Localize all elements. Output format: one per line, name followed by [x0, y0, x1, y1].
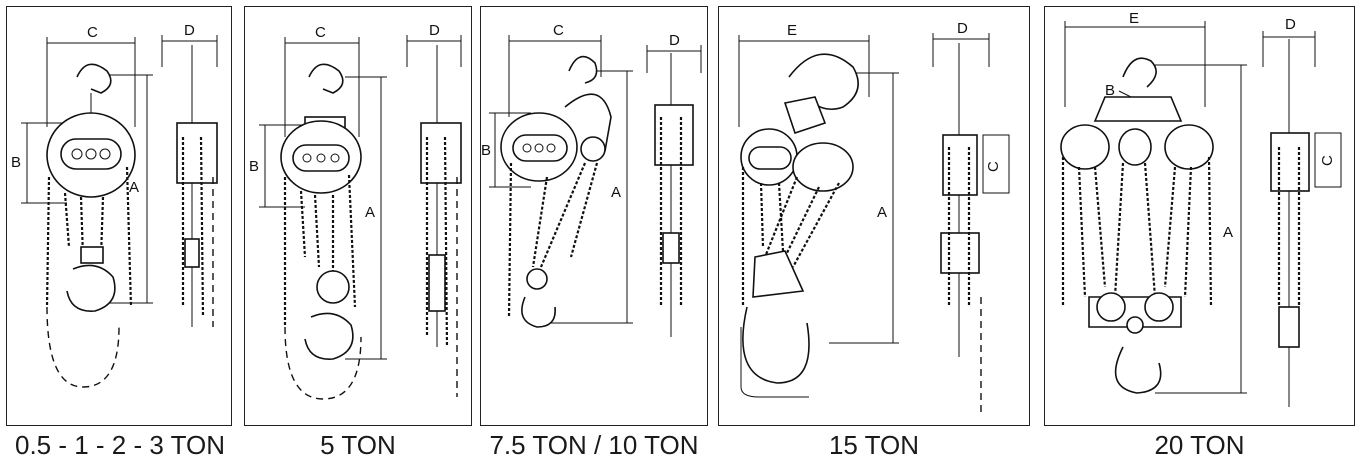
dim-label-a: A — [365, 204, 375, 221]
dim-label-a: A — [1223, 224, 1233, 241]
dim-label-a: A — [129, 179, 139, 196]
hoist-panel-1: C D B A — [6, 6, 232, 426]
caption-panel-5: 20 TON — [1154, 430, 1245, 460]
dim-label-d: D — [1285, 16, 1296, 33]
hoist-drawing-2: C D B A — [249, 22, 462, 400]
caption-panel-2: 5 TON — [320, 430, 396, 460]
hoist-panel-5: E D B C A — [1044, 6, 1355, 426]
hoist-panel-2: C D B A — [244, 6, 472, 426]
hoist-drawing-4: E D C A — [738, 20, 1010, 417]
dim-label-c: C — [1319, 155, 1336, 166]
hoist-drawing-1: C D B A — [11, 22, 218, 388]
dim-label-c: C — [87, 24, 98, 41]
dim-label-e: E — [787, 22, 797, 39]
dim-label-d: D — [957, 20, 968, 37]
hoist-drawing-3: C D B A — [481, 22, 702, 337]
hoist-panel-3: C D B A — [480, 6, 708, 426]
dim-label-c: C — [315, 24, 326, 41]
dim-label-d: D — [429, 22, 440, 39]
dim-label-b: B — [249, 158, 259, 175]
caption-panel-3: 7.5 TON / 10 TON — [489, 430, 699, 460]
hoist-drawing-5: E D B C A — [1060, 10, 1342, 407]
dim-label-e: E — [1129, 10, 1139, 27]
dim-label-b: B — [1105, 82, 1115, 99]
dim-label-b: B — [481, 142, 491, 159]
dim-label-b: B — [11, 154, 21, 171]
dim-label-d: D — [669, 32, 680, 49]
dim-label-c: C — [553, 22, 564, 39]
caption-panel-4: 15 TON — [828, 430, 920, 460]
dim-label-a: A — [877, 204, 887, 221]
dim-label-a: A — [611, 184, 621, 201]
caption-panel-1: 0.5 - 1 - 2 - 3 TON — [14, 430, 225, 460]
dim-label-d: D — [184, 22, 195, 39]
hoist-panel-4: E D C A — [718, 6, 1030, 426]
dim-label-c: C — [985, 161, 1002, 172]
